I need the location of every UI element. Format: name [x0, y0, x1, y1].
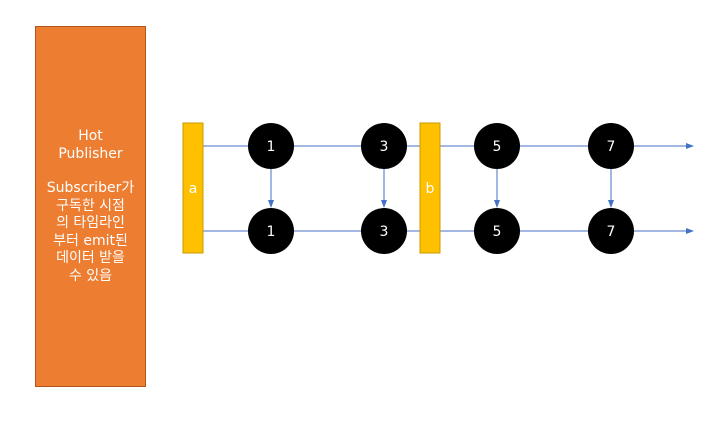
publisher-text-line: Hot	[78, 128, 103, 144]
event-node-top	[588, 123, 634, 169]
event-node-bottom	[588, 208, 634, 254]
subscriber-bar-a	[182, 122, 204, 254]
event-label-bottom: 1	[267, 224, 276, 240]
publisher-text-line: 구독한 시점	[56, 197, 125, 214]
subscriber-label-a: a	[189, 181, 198, 197]
publisher-text-line: 부터 emit된	[53, 232, 128, 249]
publisher-text-line: 수 있음	[68, 267, 113, 284]
event-node-top	[474, 123, 520, 169]
event-label-top: 1	[267, 139, 276, 155]
subscriber-bar-b	[419, 122, 441, 254]
event-label-bottom: 5	[493, 224, 502, 240]
event-node-bottom	[248, 208, 294, 254]
event-label-top: 7	[607, 139, 616, 155]
event-label-bottom: 3	[380, 224, 389, 240]
publisher-text-line: 데이터 받을	[56, 250, 125, 266]
publisher-text-line: Publisher	[58, 145, 123, 162]
publisher-text-line: Subscriber가	[46, 180, 135, 196]
publisher-text-line: 의 타임라인	[56, 215, 125, 231]
event-node-bottom	[474, 208, 520, 254]
event-label-top: 3	[380, 139, 389, 155]
event-node-top	[361, 123, 407, 169]
event-node-bottom	[361, 208, 407, 254]
hot-publisher-box: Hot Publisher Subscriber가 구독한 시점 의 타임라인 …	[35, 26, 146, 387]
event-node-top	[248, 123, 294, 169]
subscriber-label-b: b	[426, 181, 435, 197]
event-label-bottom: 7	[607, 224, 616, 240]
event-label-top: 5	[493, 139, 502, 155]
